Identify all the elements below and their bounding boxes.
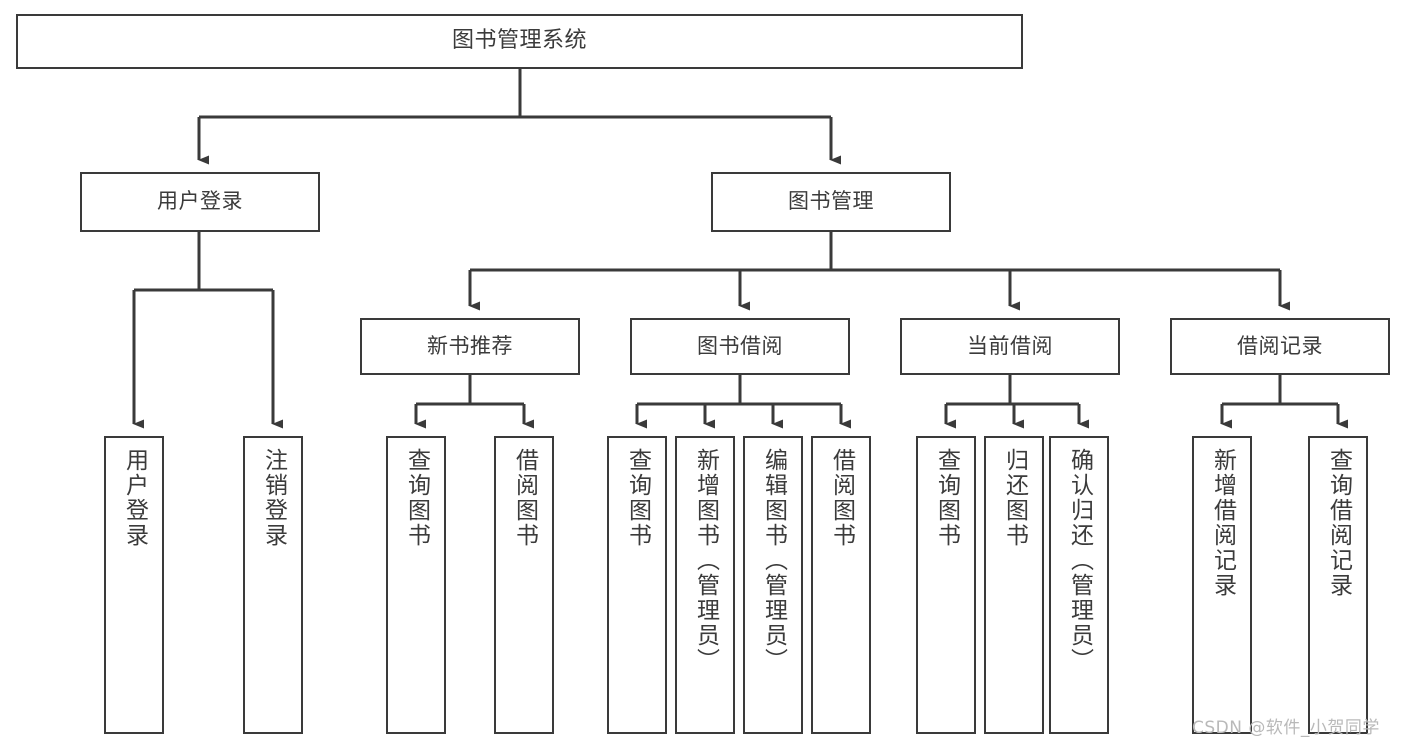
node-label: 归还图书 [1001, 448, 1028, 548]
node-label: 查询借阅记录 [1325, 448, 1352, 598]
node-borrow-record[interactable]: 借阅记录 [1170, 318, 1390, 375]
watermark-text: CSDN @软件_小贺同学 [1192, 718, 1380, 738]
leaf-new-book-query[interactable]: 查询图书 [386, 436, 446, 734]
node-label: 图书管理 [788, 189, 874, 214]
node-label: 新增借阅记录 [1209, 448, 1236, 598]
node-label: 借阅图书 [511, 448, 538, 548]
node-label: 图书管理系统 [451, 28, 587, 54]
node-label: 借阅图书 [828, 448, 855, 548]
node-label: 编辑图书（管理员） [760, 448, 787, 673]
node-current-borrow[interactable]: 当前借阅 [900, 318, 1120, 375]
leaf-book-borrow-borrow[interactable]: 借阅图书 [811, 436, 871, 734]
node-label: 查询图书 [624, 448, 651, 548]
node-label: 用户登录 [121, 448, 148, 548]
leaf-book-borrow-query[interactable]: 查询图书 [607, 436, 667, 734]
leaf-borrow-record-query[interactable]: 查询借阅记录 [1308, 436, 1368, 734]
leaf-current-borrow-return[interactable]: 归还图书 [984, 436, 1044, 734]
node-label: 新书推荐 [427, 333, 513, 358]
node-label: 借阅记录 [1237, 333, 1323, 358]
leaf-book-borrow-add[interactable]: 新增图书（管理员） [675, 436, 735, 734]
node-user-login[interactable]: 用户登录 [80, 172, 320, 232]
node-label: 注销登录 [260, 448, 287, 548]
node-book-borrow[interactable]: 图书借阅 [630, 318, 850, 375]
node-label: 当前借阅 [967, 333, 1053, 358]
node-root-system[interactable]: 图书管理系统 [16, 14, 1023, 69]
leaf-new-book-borrow[interactable]: 借阅图书 [494, 436, 554, 734]
node-book-management[interactable]: 图书管理 [711, 172, 951, 232]
node-label: 查询图书 [403, 448, 430, 548]
node-new-book-recommend[interactable]: 新书推荐 [360, 318, 580, 375]
node-label: 确认归还（管理员） [1066, 448, 1093, 673]
leaf-user-login-login[interactable]: 用户登录 [104, 436, 164, 734]
node-label: 查询图书 [933, 448, 960, 548]
leaf-current-borrow-query[interactable]: 查询图书 [916, 436, 976, 734]
leaf-user-login-logout[interactable]: 注销登录 [243, 436, 303, 734]
node-label: 图书借阅 [697, 333, 783, 358]
node-label: 新增图书（管理员） [692, 448, 719, 673]
node-label: 用户登录 [157, 189, 243, 214]
leaf-borrow-record-add[interactable]: 新增借阅记录 [1192, 436, 1252, 734]
leaf-book-borrow-edit[interactable]: 编辑图书（管理员） [743, 436, 803, 734]
leaf-current-borrow-confirm-return[interactable]: 确认归还（管理员） [1049, 436, 1109, 734]
